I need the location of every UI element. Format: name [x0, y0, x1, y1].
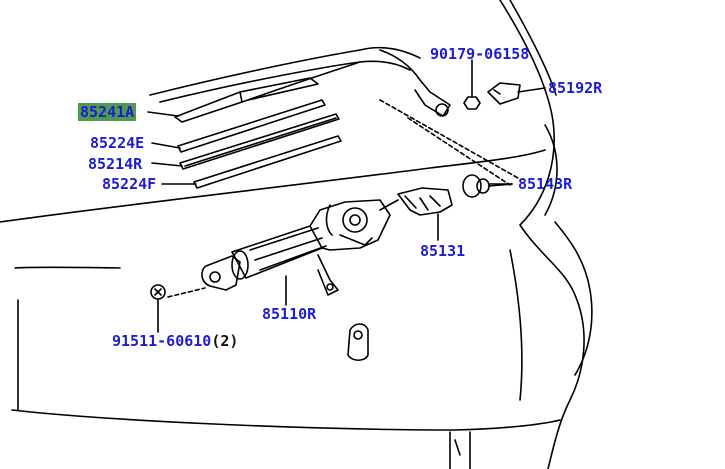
- connector-85131: [379, 187, 453, 241]
- cap-85192r: [487, 82, 546, 105]
- part-label-85214r[interactable]: 85214R: [88, 155, 143, 173]
- nut-90179: [463, 59, 481, 110]
- wiper-arm-85241a: [174, 61, 361, 123]
- wiper-blade-85214r: [179, 113, 340, 170]
- part-label-85241a[interactable]: 85241A: [78, 103, 137, 121]
- part-label-91511-60610[interactable]: 91511-60610(2): [112, 332, 238, 350]
- pivot-arm: [379, 49, 451, 117]
- part-quantity: (2): [211, 332, 239, 350]
- wiper-motor-85110r: [201, 199, 391, 306]
- part-code: 91511-60610: [112, 332, 212, 350]
- grommet-85143r: [462, 174, 513, 198]
- part-label-85224f[interactable]: 85224F: [102, 175, 157, 193]
- wiper-blade-85224f: [193, 135, 342, 189]
- bolt-91511: [150, 284, 166, 333]
- part-label-85110r[interactable]: 85110R: [262, 305, 317, 323]
- leader-lines: [147, 111, 513, 185]
- wiper-blade-85224e: [177, 99, 326, 153]
- part-label-85224e[interactable]: 85224E: [90, 134, 145, 152]
- handle-recess: [347, 323, 369, 362]
- part-label-85143r[interactable]: 85143R: [518, 175, 573, 193]
- part-label-85192r[interactable]: 85192R: [548, 79, 603, 97]
- body-outline: [0, 0, 593, 469]
- part-label-85131[interactable]: 85131: [420, 242, 466, 260]
- part-label-90179-06158[interactable]: 90179-06158: [430, 45, 530, 63]
